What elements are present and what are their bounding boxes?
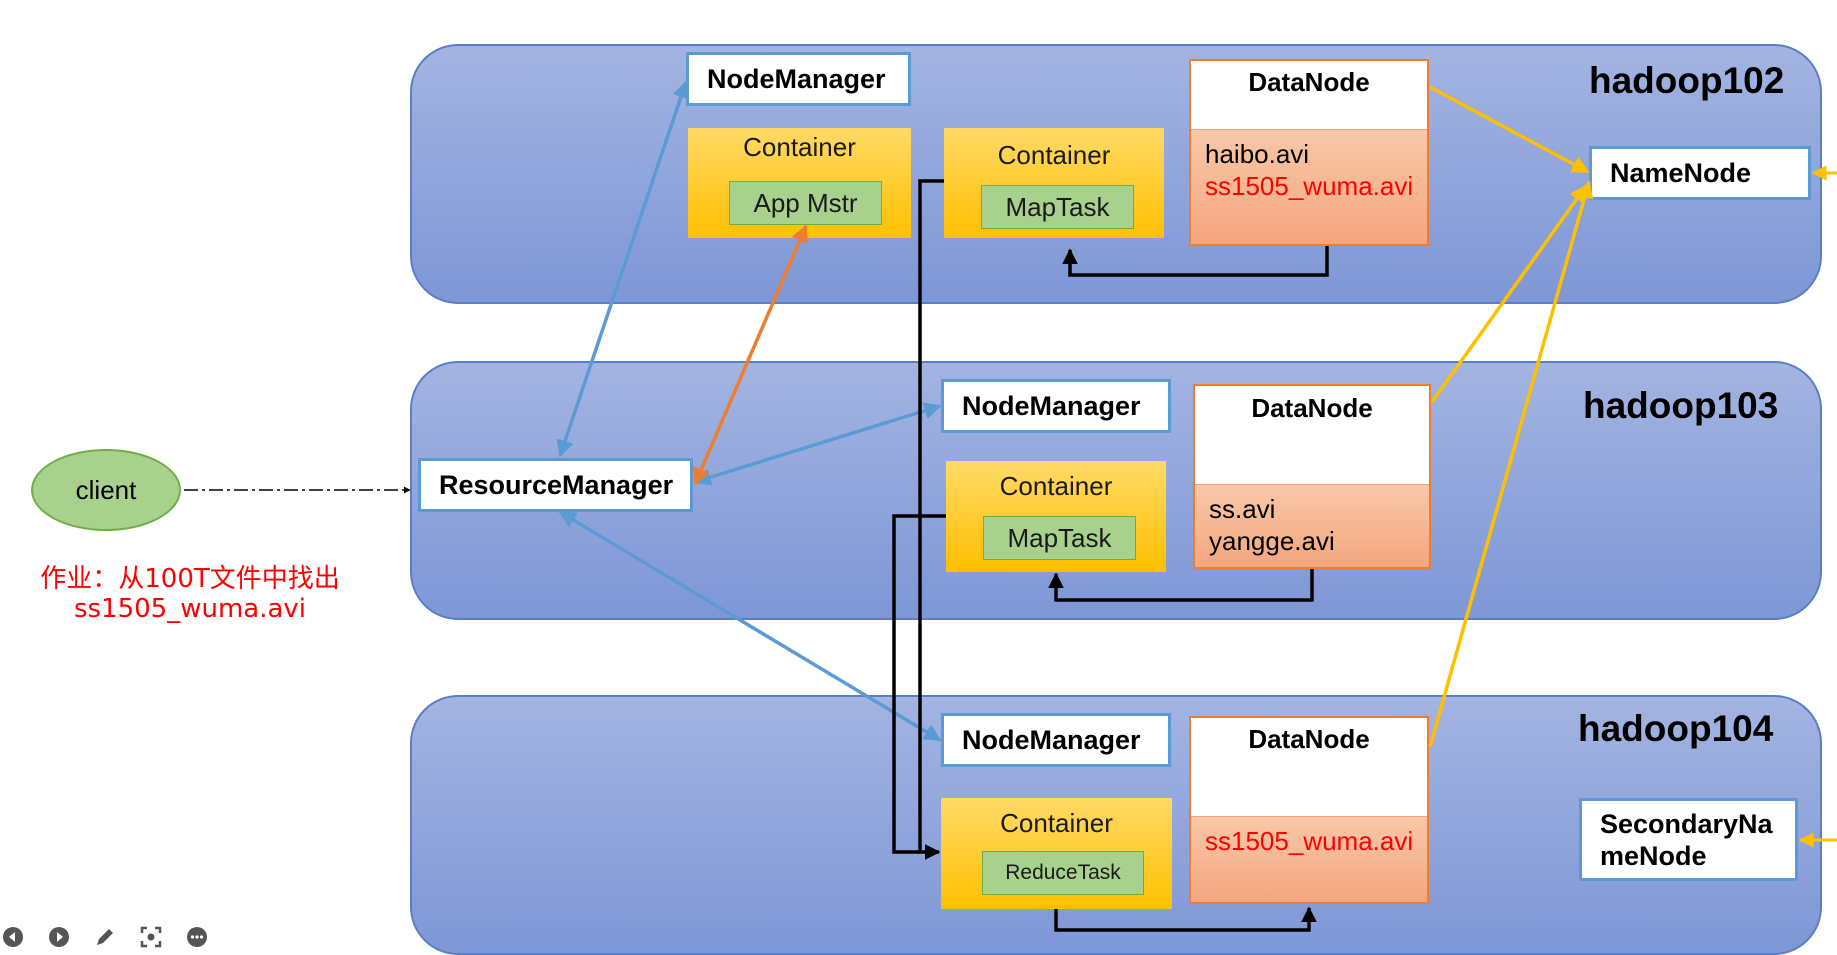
host-name-hadoop103: hadoop103 bbox=[1583, 385, 1779, 426]
task-note-line1: 作业：从100T文件中找出 bbox=[40, 564, 340, 594]
maptask-hadoop102: MapTask bbox=[981, 185, 1134, 229]
reducetask-hadoop104: ReduceTask bbox=[982, 851, 1144, 895]
secondary-namenode: SecondaryNameNode bbox=[1579, 798, 1798, 881]
resourcemanager: ResourceManager bbox=[418, 458, 693, 512]
datanode-files: haibo.avi ss1505_wuma.avi bbox=[1191, 129, 1427, 244]
task-note-line2: ss1505_wuma.avi bbox=[73, 594, 307, 624]
datanode-label: DataNode bbox=[1248, 724, 1370, 754]
nodemanager-hadoop103: NodeManager bbox=[941, 379, 1171, 433]
resourcemanager-label: ResourceManager bbox=[439, 469, 674, 500]
container-maptask-hadoop103: Container MapTask bbox=[946, 461, 1166, 572]
nodemanager-hadoop102: NodeManager bbox=[686, 52, 911, 106]
client-node: client bbox=[31, 449, 181, 531]
play-icon[interactable] bbox=[46, 924, 72, 950]
nodemanager-label: NodeManager bbox=[962, 724, 1141, 755]
datanode-hadoop104: DataNode ss1505_wuma.avi bbox=[1189, 716, 1429, 904]
app-master-task: App Mstr bbox=[729, 181, 882, 225]
container-label: Container bbox=[997, 140, 1111, 170]
datanode-files: ss1505_wuma.avi bbox=[1191, 816, 1427, 902]
secondary-namenode-label: SecondaryNameNode bbox=[1600, 808, 1773, 871]
container-appmaster-hadoop102: Container App Mstr bbox=[688, 128, 911, 238]
maptask-hadoop103: MapTask bbox=[983, 516, 1136, 560]
datanode-label: DataNode bbox=[1248, 67, 1370, 97]
datanode-files: ss.avi yangge.avi bbox=[1195, 484, 1429, 567]
nodemanager-hadoop104: NodeManager bbox=[941, 713, 1171, 767]
namenode-label: NameNode bbox=[1610, 157, 1752, 188]
file-name: yangge.avi bbox=[1209, 526, 1335, 556]
nodemanager-label: NodeManager bbox=[962, 390, 1141, 421]
namenode: NameNode bbox=[1589, 146, 1811, 200]
file-name: haibo.avi bbox=[1205, 139, 1310, 169]
container-maptask-hadoop102: Container MapTask bbox=[944, 128, 1164, 238]
datanode-label: DataNode bbox=[1251, 393, 1373, 423]
target-file-name: ss1505_wuma.avi bbox=[1205, 826, 1414, 856]
presentation-toolbar bbox=[0, 924, 210, 950]
client-label: client bbox=[75, 474, 137, 505]
host-name-hadoop104: hadoop104 bbox=[1578, 708, 1774, 749]
container-label: Container bbox=[1000, 808, 1113, 838]
file-name: ss.avi bbox=[1209, 494, 1276, 524]
nodemanager-label: NodeManager bbox=[707, 63, 886, 94]
datanode-hadoop102: DataNode haibo.avi ss1505_wuma.avi bbox=[1189, 59, 1429, 246]
task-note: 作业：从100T文件中找出 ss1505_wuma.avi bbox=[30, 564, 350, 624]
host-name-hadoop102: hadoop102 bbox=[1589, 60, 1785, 101]
container-reducetask-hadoop104: Container ReduceTask bbox=[941, 798, 1172, 909]
container-label: Container bbox=[999, 471, 1113, 501]
container-label: Container bbox=[743, 132, 856, 162]
focus-icon[interactable] bbox=[138, 924, 164, 950]
more-icon[interactable] bbox=[184, 924, 210, 950]
datanode-hadoop103: DataNode ss.avi yangge.avi bbox=[1193, 384, 1431, 569]
target-file-name: ss1505_wuma.avi bbox=[1205, 171, 1414, 201]
pen-icon[interactable] bbox=[92, 924, 118, 950]
previous-icon[interactable] bbox=[0, 924, 26, 950]
